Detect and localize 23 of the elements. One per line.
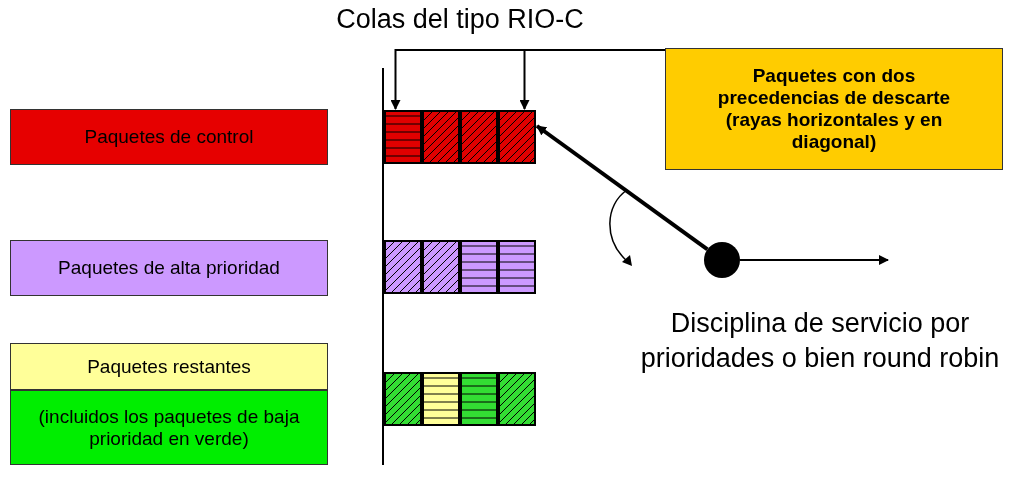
queue-slot — [422, 372, 460, 426]
note-box: Paquetes con dos precedencias de descarte (rayas horizontales y en diagonal) — [665, 48, 1003, 170]
queue-slot — [384, 110, 422, 164]
queue-slot — [498, 372, 536, 426]
queue-slot — [460, 372, 498, 426]
arrow — [535, 124, 709, 252]
queue-slot — [498, 110, 536, 164]
packet-class-box: Paquetes de control — [10, 109, 328, 165]
title: Colas del tipo RIO-C — [335, 4, 585, 35]
queue-slot — [498, 240, 536, 294]
arrow — [519, 49, 666, 110]
queue-slot — [384, 240, 422, 294]
packet-class-box: Paquetes de alta prioridad — [10, 240, 328, 296]
queue-slot — [384, 372, 422, 426]
packet-class-box: Paquetes restantes — [10, 343, 328, 390]
queue-slot — [460, 240, 498, 294]
description-text: Disciplina de servicio por prioridades o bien round robin — [640, 307, 1000, 376]
queue-slot — [422, 110, 460, 164]
packet-class-box: (incluidos los paquetes de baja prioridad en verde) — [10, 390, 328, 465]
queue-slot — [422, 240, 460, 294]
arrow — [739, 255, 889, 265]
queue-slot — [460, 110, 498, 164]
scheduler-dot — [704, 242, 740, 278]
